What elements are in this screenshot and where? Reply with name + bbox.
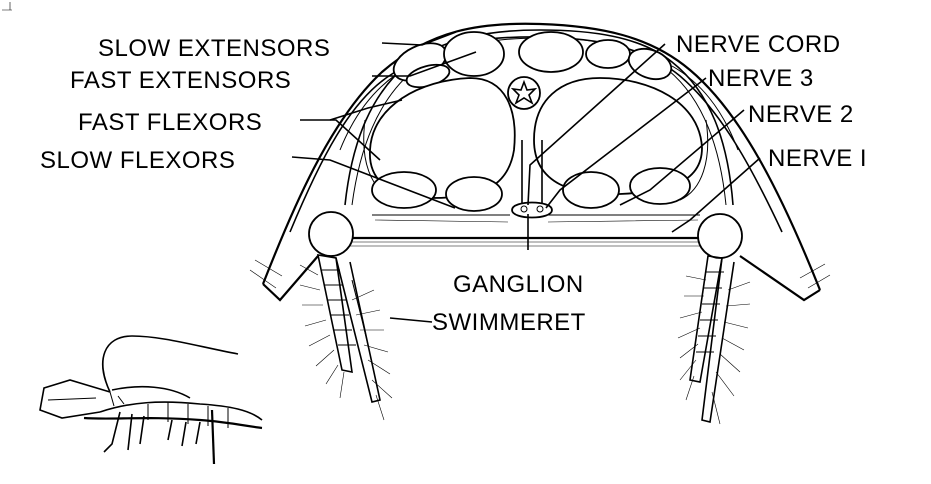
- extensor-muscles: [392, 31, 673, 89]
- label-slow-flexors: SLOW FLEXORS: [40, 147, 235, 174]
- label-nerve-3: NERVE 3: [708, 65, 814, 92]
- crayfish-orientation-sketch: [39, 335, 263, 465]
- diagram-labels: SLOW EXTENSORS FAST EXTENSORS FAST FLEXO…: [40, 31, 867, 336]
- label-nerve-cord: NERVE CORD: [676, 31, 841, 58]
- swimmeret-bases: [308, 211, 743, 259]
- corner-mark: [2, 2, 12, 11]
- label-slow-extensors: SLOW EXTENSORS: [98, 35, 330, 62]
- label-nerve-1: NERVE I: [768, 145, 867, 172]
- nerve-cord-ganglion: [511, 140, 553, 219]
- label-nerve-2: NERVE 2: [748, 101, 854, 128]
- label-fast-flexors: FAST FLEXORS: [78, 109, 262, 136]
- leader-lines: [291, 31, 761, 323]
- gut-lumen: [507, 76, 541, 110]
- slow-flexor-muscles: [371, 167, 700, 223]
- exoskeleton-outline: [261, 22, 822, 291]
- right-swimmeret: [677, 255, 751, 425]
- label-swimmeret: SWIMMERET: [432, 309, 586, 336]
- fast-flexor-muscles: [363, 77, 709, 201]
- left-swimmeret: [299, 254, 393, 421]
- label-fast-extensors: FAST EXTENSORS: [70, 67, 291, 94]
- label-ganglion: GANGLION: [453, 271, 584, 298]
- left-swimmeret-setae: [299, 264, 393, 421]
- right-swimmeret-setae: [677, 275, 751, 425]
- pleura: [249, 255, 831, 302]
